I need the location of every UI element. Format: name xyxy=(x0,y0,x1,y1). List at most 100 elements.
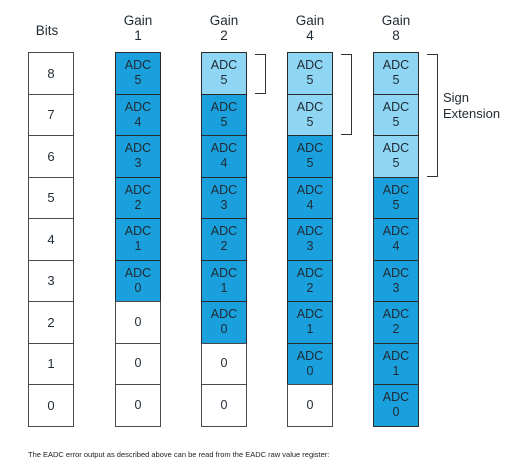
cell-adc-index: 4 xyxy=(134,114,142,129)
cell-adc-label: ADC xyxy=(382,265,410,280)
sign-extension-label: Sign Extension xyxy=(443,90,500,122)
cell-adc-index: 0 xyxy=(220,322,228,337)
bits-header: Bits xyxy=(35,23,59,38)
cell-adc-label: ADC xyxy=(296,141,324,156)
cell-adc-index: 0 xyxy=(134,280,142,295)
cell-adc-index: 4 xyxy=(306,197,314,212)
gain-header-label: Gain xyxy=(295,13,325,28)
cell-adc-index: 1 xyxy=(134,239,142,254)
bit-cell-0: 0 xyxy=(28,384,74,427)
cell-adc-index: 5 xyxy=(306,73,314,88)
sign-extension-line2: Extension xyxy=(443,106,501,121)
cell-adc-label: ADC xyxy=(296,265,324,280)
cell-value: 0 xyxy=(220,397,228,412)
cell-adc-label: ADC xyxy=(124,265,152,280)
cell-adc-label: ADC xyxy=(210,182,238,197)
cell-adc-index: 5 xyxy=(220,73,228,88)
gain-header-value: 1 xyxy=(134,28,142,43)
cell-adc-index: 0 xyxy=(306,363,314,378)
cell-adc-label: ADC xyxy=(382,307,410,322)
cell-adc-index: 2 xyxy=(392,322,400,337)
cell-adc-label: ADC xyxy=(296,99,324,114)
bit-cell-5: 5 xyxy=(28,176,74,219)
gain-header-value: 2 xyxy=(220,28,228,43)
cell-adc-index: 1 xyxy=(392,363,400,378)
footnote: The EADC error output as described above… xyxy=(28,450,330,459)
bit-cell-1: 1 xyxy=(28,342,74,385)
cell-adc-index: 1 xyxy=(220,280,228,295)
cell-adc-label: ADC xyxy=(382,58,410,73)
cell-adc-index: 0 xyxy=(392,405,400,420)
cell-adc-label: ADC xyxy=(124,224,152,239)
cell-adc-label: ADC xyxy=(296,224,324,239)
cell-adc-label: ADC xyxy=(382,348,410,363)
cell-adc-label: ADC xyxy=(210,99,238,114)
gain-header-label: Gain xyxy=(123,13,153,28)
cell-adc-label: ADC xyxy=(382,224,410,239)
gain-header-label: Gain xyxy=(381,13,411,28)
cell-adc-index: 5 xyxy=(220,114,228,129)
gain-header-value: 8 xyxy=(392,28,400,43)
gain-header-value: 4 xyxy=(306,28,314,43)
gain-4-bit-0-cell: 0 xyxy=(287,384,333,427)
cell-adc-label: ADC xyxy=(210,58,238,73)
sign-extension-bracket-1 xyxy=(255,54,266,94)
bit-cell-8: 8 xyxy=(28,52,74,95)
cell-adc-index: 5 xyxy=(306,156,314,171)
gain-2-bit-1-cell: 0 xyxy=(201,342,247,385)
cell-adc-label: ADC xyxy=(124,141,152,156)
bit-cell-2: 2 xyxy=(28,301,74,344)
cell-adc-index: 2 xyxy=(134,197,142,212)
sign-extension-bracket-2 xyxy=(341,54,352,135)
cell-adc-index: 4 xyxy=(220,156,228,171)
cell-value: 0 xyxy=(134,397,142,412)
cell-adc-index: 1 xyxy=(306,322,314,337)
gain-1-bit-1-cell: 0 xyxy=(115,342,161,385)
sign-extension-line1: Sign xyxy=(443,90,470,105)
cell-adc-label: ADC xyxy=(382,141,410,156)
cell-adc-index: 3 xyxy=(134,156,142,171)
cell-adc-label: ADC xyxy=(210,265,238,280)
cell-adc-label: ADC xyxy=(296,58,324,73)
cell-adc-label: ADC xyxy=(382,182,410,197)
bit-cell-6: 6 xyxy=(28,135,74,178)
cell-adc-index: 5 xyxy=(392,156,400,171)
cell-adc-label: ADC xyxy=(296,182,324,197)
cell-adc-label: ADC xyxy=(210,224,238,239)
cell-adc-label: ADC xyxy=(210,141,238,156)
cell-adc-label: ADC xyxy=(296,307,324,322)
bit-cell-3: 3 xyxy=(28,259,74,302)
cell-value: 0 xyxy=(134,314,142,329)
cell-value: 0 xyxy=(306,397,314,412)
cell-value: 0 xyxy=(134,356,142,371)
gain-1-bit-2-cell: 0 xyxy=(115,301,161,344)
sign-extension-bracket-3 xyxy=(427,54,438,177)
